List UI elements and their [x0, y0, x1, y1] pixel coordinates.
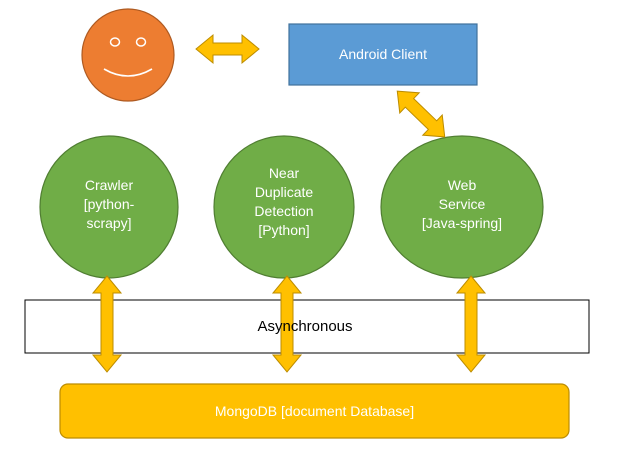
mongodb-box [59, 383, 570, 439]
nearduplicate-db-arrow [271, 275, 303, 373]
near-duplicate-node [213, 135, 355, 279]
webservice-db-arrow [455, 275, 487, 373]
mongodb-label: MongoDB [document Database] [214, 403, 415, 419]
client-webservice-arrow [396, 90, 446, 138]
web-service-node [380, 135, 544, 279]
web-service-label: Web Service [Java-spring] [421, 177, 503, 231]
android-client-label: Android Client [339, 46, 427, 62]
crawler-label: Crawler [python- scrapy] [83, 177, 135, 231]
android-client-box [288, 23, 478, 86]
user-client-arrow [195, 33, 260, 65]
near-duplicate-label: Near Duplicate Detection [Python] [254, 165, 314, 238]
async-label: Asynchronous [257, 318, 353, 335]
crawler-db-arrow [91, 275, 123, 373]
async-bar [24, 299, 590, 354]
user-smiley-icon [81, 8, 175, 102]
